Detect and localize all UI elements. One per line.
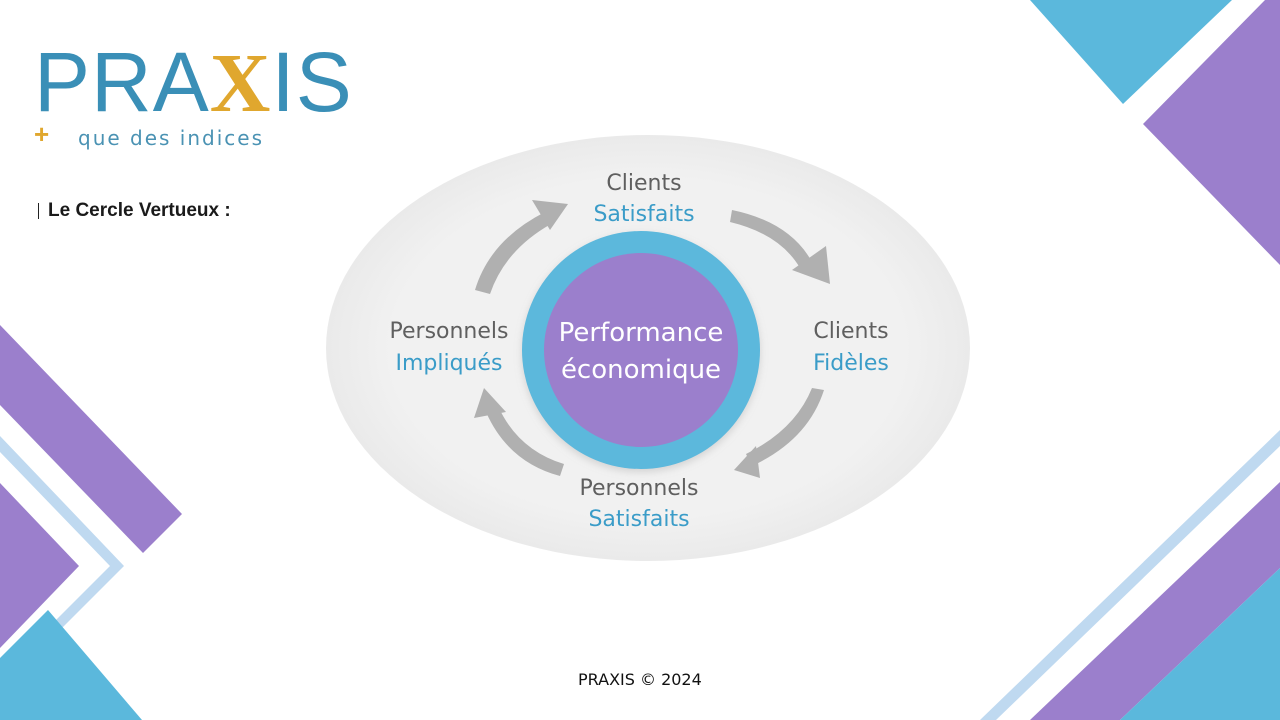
node-personnels-impliques: Personnels Impliqués (390, 319, 509, 376)
node-label-bottom: Impliqués (395, 351, 502, 376)
arrow-to-clients-satisfaits-icon (475, 200, 568, 294)
praxis-logo: PRAXIS + que des indices (34, 40, 354, 150)
logo-tagline: que des indices (78, 126, 265, 150)
logo-word-end: IS (271, 35, 353, 129)
left-purple-band (0, 325, 182, 553)
center-inner-circle (544, 253, 738, 447)
node-personnels-satisfaits: Personnels Satisfaits (580, 476, 699, 532)
logo-word-start: PRA (34, 35, 210, 129)
footer-copyright: PRAXIS © 2024 (578, 670, 702, 689)
center-label-line2: économique (561, 355, 721, 385)
node-label-bottom: Satisfaits (588, 507, 689, 532)
bottom-right-blue-triangle (1120, 568, 1280, 720)
left-blue-triangle (0, 610, 142, 720)
arrow-to-personnels-satisfaits-icon (734, 388, 824, 478)
heading-text: Le Cercle Vertueux : (48, 200, 231, 221)
arrow-to-personnels-impliques-icon (474, 388, 564, 476)
top-right-blue-triangle (1030, 0, 1232, 104)
logo-word-accent: X (209, 37, 272, 130)
heading-bar (38, 203, 39, 219)
node-clients-fideles: Clients Fidèles (813, 319, 889, 376)
top-right-purple-band (1143, 0, 1280, 265)
logo-wordmark: PRAXIS (34, 40, 353, 126)
node-label-top: Personnels (390, 319, 509, 344)
node-label-top: Clients (813, 319, 888, 344)
center-label-line1: Performance (559, 318, 724, 348)
cycle-arrows (474, 200, 830, 478)
node-clients-satisfaits: Clients Satisfaits (593, 171, 694, 227)
left-purple-triangle (0, 483, 79, 648)
node-label-bottom: Satisfaits (593, 202, 694, 227)
section-heading: Le Cercle Vertueux : (38, 200, 231, 222)
node-label-top: Clients (606, 171, 681, 196)
arrow-to-clients-fideles-icon (730, 210, 830, 284)
node-label-top: Personnels (580, 476, 699, 501)
logo-plus-icon: + (34, 119, 50, 149)
node-label-bottom: Fidèles (813, 351, 889, 376)
bottom-right-lightblue-stripe (980, 430, 1280, 720)
bottom-right-purple-band (1030, 482, 1280, 720)
